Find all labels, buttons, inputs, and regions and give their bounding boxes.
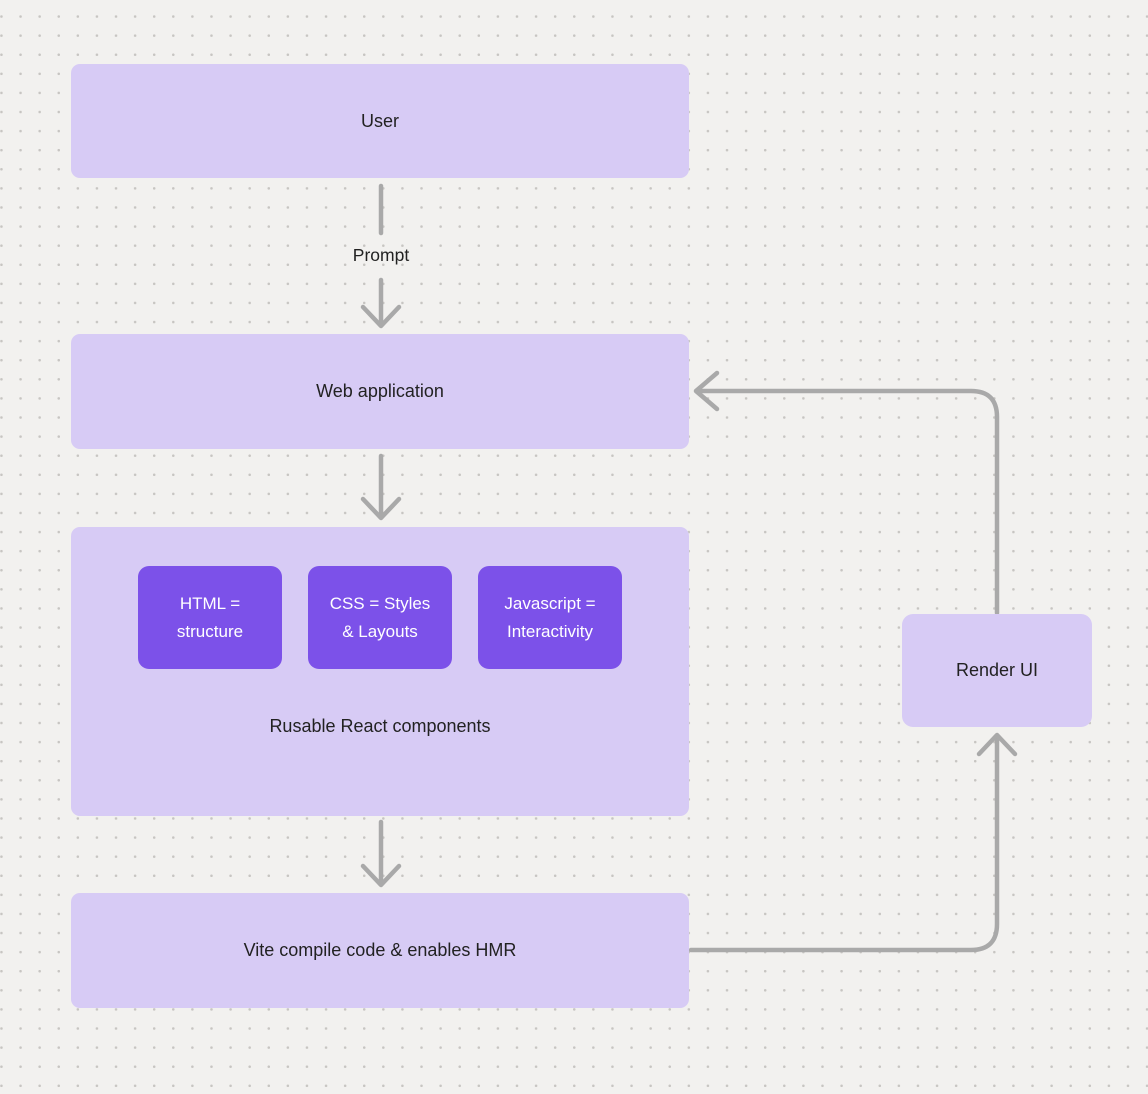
components-group-caption: Rusable React components xyxy=(269,716,491,736)
node-web-application-label: Web application xyxy=(316,381,444,401)
arrowhead-down-icon xyxy=(360,304,402,329)
arrowhead-down-icon xyxy=(360,496,402,521)
chip-html-label: HTML = structure xyxy=(176,593,244,641)
node-web-application[interactable]: Web application xyxy=(71,334,689,449)
node-render-ui[interactable]: Render UI xyxy=(902,614,1092,727)
node-vite-label: Vite compile code & enables HMR xyxy=(243,940,517,960)
node-vite[interactable]: Vite compile code & enables HMR xyxy=(71,893,689,1008)
arrowhead-left-icon xyxy=(693,370,720,412)
node-components-group[interactable]: HTML = structure CSS = Styles & Layouts … xyxy=(71,527,689,816)
arrowhead-down-icon xyxy=(360,863,402,888)
edge-vite-to-render xyxy=(688,733,1000,953)
edge-label-prompt: Prompt xyxy=(352,245,410,265)
chip-html[interactable]: HTML = structure xyxy=(138,566,282,669)
chip-row: HTML = structure CSS = Styles & Layouts … xyxy=(138,566,622,669)
chip-css[interactable]: CSS = Styles & Layouts xyxy=(308,566,452,669)
node-user-label: User xyxy=(360,110,399,131)
node-render-ui-label: Render UI xyxy=(955,660,1039,680)
arrowhead-up-icon xyxy=(976,732,1018,757)
edge-render-to-webapp xyxy=(696,388,1000,616)
chip-css-label: CSS = Styles & Layouts xyxy=(329,593,431,641)
node-user[interactable]: User xyxy=(71,64,689,178)
chip-javascript[interactable]: Javascript = Interactivity xyxy=(478,566,622,669)
chip-javascript-label: Javascript = Interactivity xyxy=(504,593,596,641)
